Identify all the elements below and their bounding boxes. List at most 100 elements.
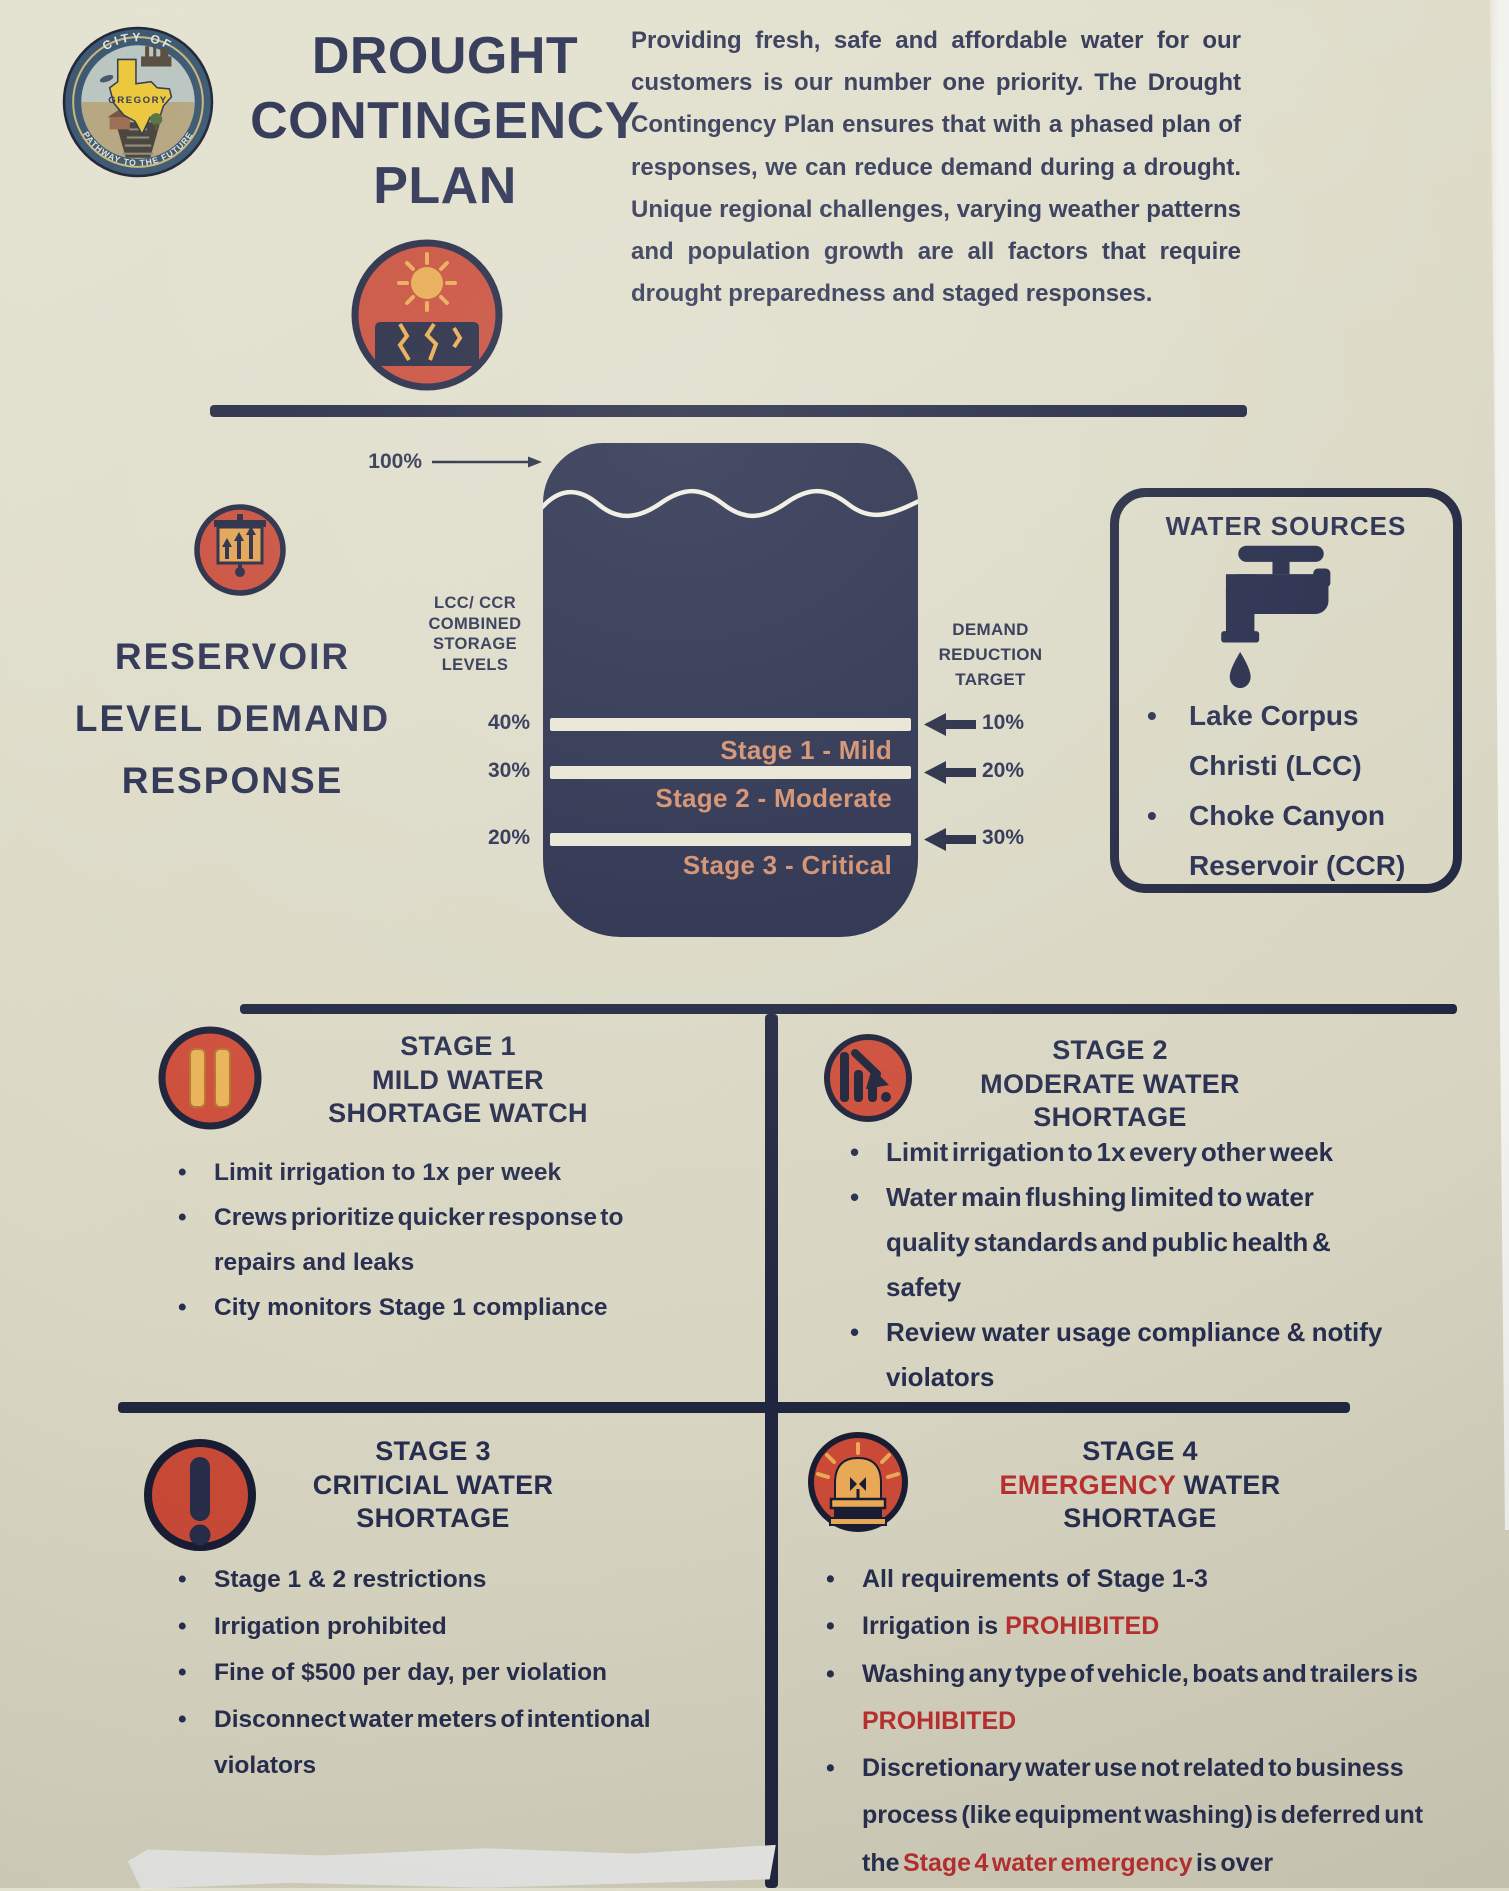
stage-bullet: City monitors Stage 1 compliance [176, 1285, 716, 1330]
stage-title-line: SHORTAGE [356, 1503, 510, 1533]
stage1-title: STAGE 1 MILD WATER SHORTAGE WATCH [258, 1030, 658, 1131]
level-band-20 [550, 833, 911, 846]
stage-bullet: Limit irrigation to 1x per week [176, 1150, 716, 1195]
stage-title-line: CRITICIAL WATER [312, 1469, 554, 1500]
stage-bullet: repairs and leaks [214, 1249, 415, 1276]
target-label-line: REDUCTION [938, 645, 1043, 664]
target-label-line: TARGET [955, 670, 1026, 689]
stage1-bullets: Limit irrigation to 1x per week Crews pr… [176, 1150, 716, 1330]
tank-stage-label: Stage 3 - Critical [682, 850, 892, 880]
page-title: DROUGHT CONTINGENCY PLAN [240, 24, 650, 219]
stage-bullet: Limit irrigation to 1x every other week [848, 1130, 1498, 1175]
stage-bullet: Washing any type of vehicle, boats and t… [824, 1651, 1509, 1699]
stage4-title: STAGE 4 EMERGENCY WATER SHORTAGE [940, 1435, 1340, 1536]
heading-line: LEVEL DEMAND [74, 698, 391, 739]
quadrant-divider-top [240, 1004, 1457, 1014]
intro-line: Contingency Plan ensures that with a pha… [631, 111, 1241, 139]
cracked-earth-icon [375, 322, 479, 366]
water-sources-list: Lake Corpus Christi (LCC) Choke Canyon R… [1133, 691, 1447, 891]
stage-bullet: quality standards and public health & [886, 1227, 1331, 1257]
water-wave-icon [543, 488, 918, 519]
water-drop-icon [1229, 652, 1251, 689]
stage-title-line: MILD WATER [372, 1064, 544, 1095]
siren-icon [808, 1432, 908, 1532]
storage-label-line: STORAGE [432, 635, 518, 653]
intro-line: Unique regional challenges, varying weat… [631, 195, 1241, 223]
demand-target-heading: DEMAND REDUCTION TARGET [903, 617, 1078, 692]
stage-title-line: STAGE 3 [375, 1436, 491, 1466]
stage2-bullets: Limit irrigation to 1x every other week … [848, 1130, 1498, 1400]
stage-bullet: Irrigation is PROHIBITED [824, 1603, 1509, 1651]
demand-target-value: 30% [982, 826, 1025, 849]
stage-title-line: SHORTAGE [1033, 1102, 1187, 1132]
tank-stage-label: Stage 1 - Mild [720, 735, 892, 765]
quadrant-divider-middle [118, 1402, 1350, 1413]
demand-target-value: 10% [982, 711, 1025, 734]
railroad-graphic [115, 122, 161, 158]
left-arrow-icon [924, 713, 976, 736]
header-divider [210, 405, 1247, 417]
plane-graphic [99, 74, 114, 83]
water-sources-title: WATER SOURCES [1165, 511, 1407, 541]
stage-bullet: Review water usage compliance & notify [848, 1310, 1498, 1355]
reservoir-chart-icon [194, 504, 286, 596]
storage-label-line: LCC/ CCR [433, 594, 517, 612]
quadrant-divider-vertical [765, 1014, 778, 1888]
drought-icon [351, 239, 503, 391]
stage-bullet: safety [886, 1272, 962, 1302]
exclamation-icon [144, 1439, 256, 1551]
intro-line: responses, we can reduce demand during a… [631, 153, 1241, 181]
level-band-40 [550, 718, 911, 731]
storage-label-line: LEVELS [441, 655, 509, 674]
right-arrow-icon [432, 456, 542, 468]
stage-title-line: SHORTAGE [1063, 1503, 1217, 1533]
stage-bullet: violators [886, 1362, 995, 1392]
heading-line: RESERVOIR [114, 636, 351, 677]
stage-title-line: STAGE 1 [400, 1031, 516, 1061]
stage-bullet: process (like equipment washing) is defe… [862, 1801, 1424, 1830]
declining-chart-icon [824, 1034, 912, 1122]
target-label-line: DEMAND [952, 620, 1029, 639]
stage-bullet: PROHIBITED [862, 1706, 1017, 1735]
level-pct-label: 20% [487, 826, 530, 849]
tank-stage-label: Stage 2 - Moderate [655, 783, 892, 813]
stage-bullet: Disconnect water meters of intentional [176, 1697, 736, 1744]
storage-label-line: COMBINED [428, 614, 522, 633]
demand-target-value: 20% [982, 759, 1025, 782]
intro-line: Providing fresh, safe and affordable wat… [631, 27, 1241, 54]
stage-bullet: Discretionary water use not related to b… [824, 1745, 1509, 1793]
stage-bullet: the Stage 4 water emergency is over [862, 1848, 1274, 1877]
stage-title-line: MODERATE WATER [980, 1068, 1240, 1099]
level-pct-label: 40% [487, 711, 530, 734]
refinery-graphic [141, 42, 172, 67]
left-arrow-icon [924, 761, 976, 784]
sun-icon [397, 252, 457, 312]
stage-bullet: Fine of $500 per day, per violation [176, 1650, 736, 1697]
faucet-icon [1221, 545, 1331, 689]
reservoir-tank: Stage 1 - Mild Stage 2 - Moderate Stage … [543, 443, 918, 937]
stage-title-line: SHORTAGE WATCH [328, 1098, 588, 1128]
left-arrow-icon [924, 828, 976, 851]
seal-center-text: GREGORY [108, 95, 167, 106]
level-band-30 [550, 766, 911, 779]
reservoir-heading: RESERVOIR LEVEL DEMAND RESPONSE [45, 626, 420, 812]
intro-line: and population growth are all factors th… [631, 238, 1241, 266]
title-line: CONTINGENCY [250, 92, 640, 150]
intro-paragraph: Providing fresh, safe and affordable wat… [631, 20, 1241, 315]
stage3-bullets: Stage 1 & 2 restrictions Irrigation proh… [176, 1557, 736, 1790]
title-line: PLAN [373, 157, 517, 215]
stage-title-line: STAGE 2 [1052, 1035, 1168, 1065]
emergency-label: EMERGENCY [999, 1469, 1176, 1500]
intro-line: customers is our number one priority. Th… [631, 69, 1241, 97]
stage-bullet: Irrigation prohibited [176, 1604, 736, 1651]
title-line: DROUGHT [311, 27, 579, 85]
stage-bullet: Stage 1 & 2 restrictions [176, 1557, 736, 1604]
stage3-title: STAGE 3 CRITICIAL WATER SHORTAGE [233, 1435, 633, 1536]
level-pct-label: 30% [487, 759, 530, 782]
stage4-bullets: All requirements of Stage 1-3 Irrigation… [824, 1556, 1509, 1887]
full-level-label: 100% [368, 450, 422, 473]
pause-icon [158, 1026, 262, 1130]
stage-title-line: EMERGENCY WATER [999, 1469, 1281, 1500]
city-seal: GREGORY CITY OF PATHWAY TO THE FUTURE [62, 26, 214, 178]
storage-levels-label: LCC/ CCR COMBINED STORAGE LEVELS [395, 593, 555, 675]
